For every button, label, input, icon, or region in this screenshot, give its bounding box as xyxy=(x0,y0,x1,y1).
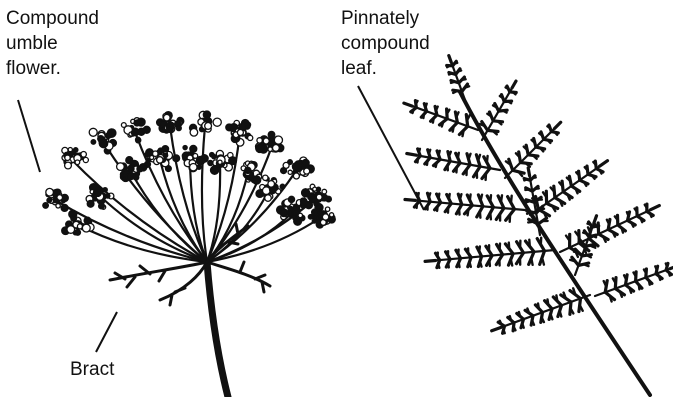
leaflet xyxy=(407,149,500,180)
umbellet-flower-cluster xyxy=(226,120,253,147)
leaf-pointer-line xyxy=(358,86,424,210)
compound-umble-flower-label: Compound umble flower. xyxy=(6,6,99,81)
umbellet-flower-cluster xyxy=(62,147,89,169)
pinnately-compound-leaf-drawing xyxy=(404,56,673,395)
umbellet-flower-cluster xyxy=(117,157,147,182)
leaf-rachis xyxy=(460,92,650,395)
umbellet-flower-cluster xyxy=(241,161,262,184)
pinnately-compound-leaf-label: Pinnately compound leaf. xyxy=(341,6,430,81)
bract-label: Bract xyxy=(70,357,114,382)
umbellet-flower-cluster xyxy=(43,188,68,211)
umbel-ray xyxy=(202,126,207,262)
undefined xyxy=(435,250,555,260)
leaflet xyxy=(595,263,673,301)
umbellet-flower-cluster xyxy=(208,150,237,174)
umbellet-flower-cluster xyxy=(145,146,173,172)
bract xyxy=(110,262,207,287)
leaflet xyxy=(492,288,590,333)
umbellet-flower-cluster xyxy=(277,196,308,225)
leaflet xyxy=(505,122,561,178)
umbellet-flower-cluster xyxy=(89,128,116,154)
compound-umbel-flower-drawing xyxy=(43,111,336,397)
umbellet-flower-cluster xyxy=(157,112,184,134)
umbellet-flower-cluster xyxy=(256,131,284,153)
umbellet-flower-cluster xyxy=(121,118,150,143)
leaflet xyxy=(480,81,516,140)
bract-pointer-line xyxy=(96,312,117,352)
flower-stem xyxy=(207,262,228,397)
leaflet xyxy=(447,56,469,100)
leaflet xyxy=(425,238,555,268)
bract xyxy=(207,262,270,292)
flower-pointer-line xyxy=(18,100,40,172)
umbellet-flower-cluster xyxy=(281,157,315,179)
